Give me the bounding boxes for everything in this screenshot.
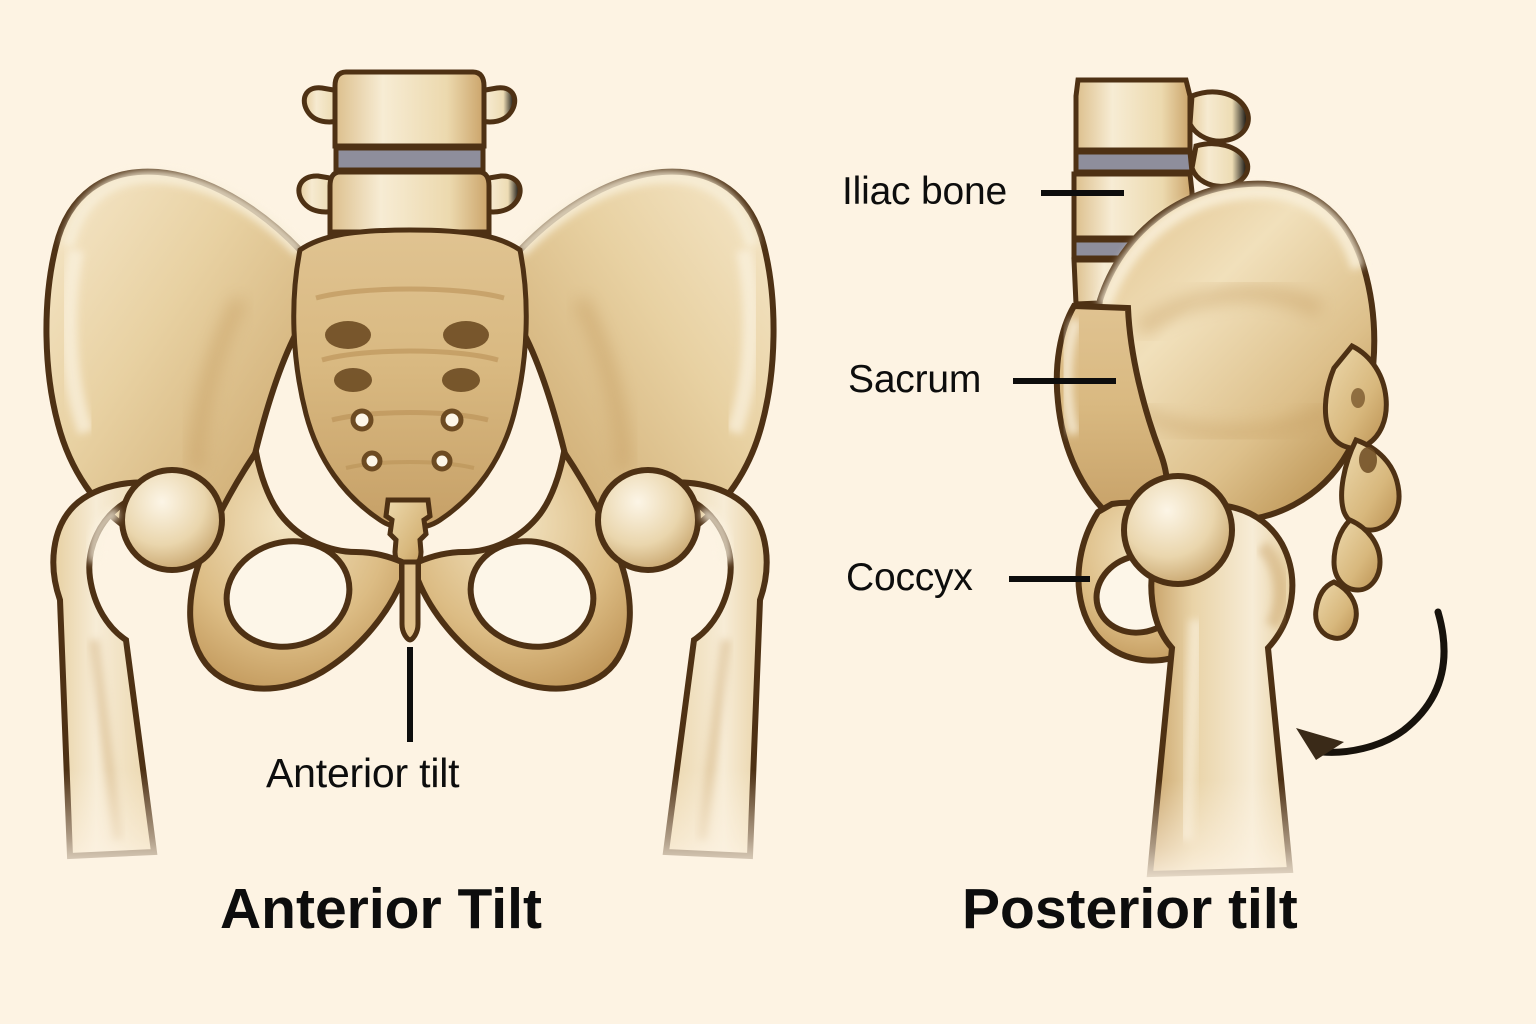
femur-lateral: [1121, 473, 1320, 890]
label-sacrum: Sacrum: [848, 358, 982, 401]
lumbar-vertebrae-anterior: [296, 69, 523, 259]
leader-lines: [407, 190, 1124, 742]
label-iliac-bone: Iliac bone: [842, 170, 1007, 213]
femur-left: [40, 467, 225, 880]
femur-head-lateral: [1121, 473, 1235, 587]
annotation-anterior-tilt: Anterior tilt: [266, 750, 460, 796]
femur-right: [595, 467, 780, 880]
pubic-symphysis: [399, 559, 421, 643]
obturator-foramen-left: [223, 538, 353, 650]
femur-head-left: [119, 467, 225, 573]
sacral-foramina: [325, 321, 489, 472]
femur-head-right: [595, 467, 701, 573]
coccyx-lateral: [1313, 342, 1402, 641]
caption-posterior-tilt: Posterior tilt: [962, 877, 1298, 941]
label-coccyx: Coccyx: [846, 556, 973, 599]
right-pelvis-lateral-view: [1053, 77, 1448, 890]
sacrum-anterior: [291, 227, 529, 531]
caption-anterior-tilt: Anterior Tilt: [220, 877, 542, 941]
left-pelvis-anterior-view: [40, 69, 780, 880]
posterior-rotation-arrow: [1296, 608, 1448, 760]
obturator-foramen-right: [467, 538, 597, 650]
